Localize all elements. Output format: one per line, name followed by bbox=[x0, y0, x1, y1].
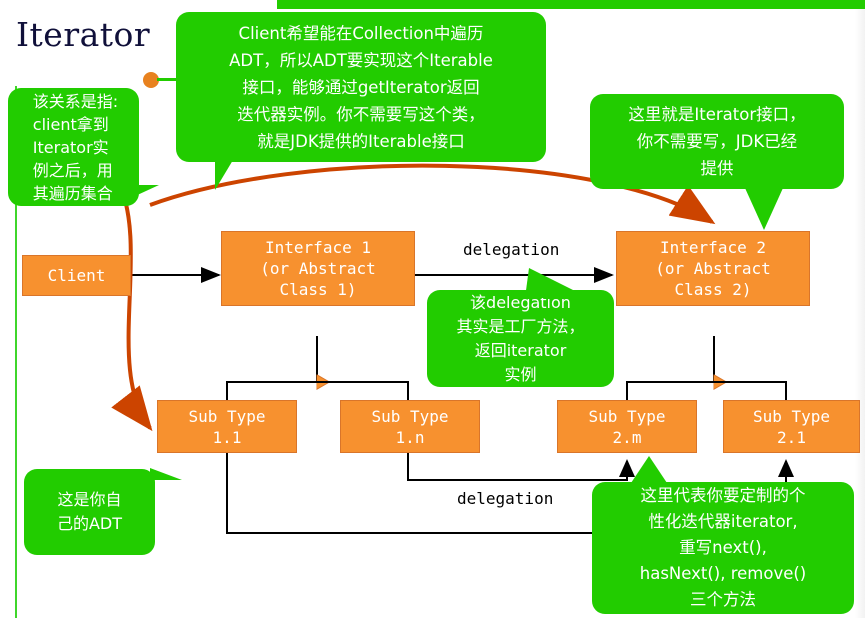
callout-top: Client希望能在Collection中遍历 ADT，所以ADT要实现这个It… bbox=[176, 12, 546, 162]
callout-bottom-right-tail bbox=[629, 456, 669, 486]
callout-left-tail bbox=[133, 185, 159, 197]
box-subtype-1-1[interactable]: Sub Type 1.1 bbox=[157, 400, 297, 453]
top-accent-bar bbox=[277, 0, 865, 9]
box-subtype-2-m[interactable]: Sub Type 2.m bbox=[557, 400, 697, 453]
callout-middle: 该delegation 其实是工厂方法， 返回iterator 实例 bbox=[427, 290, 614, 387]
callout-bottom-left-tail bbox=[150, 468, 182, 480]
box-interface-1[interactable]: Interface 1 (or Abstract Class 1) bbox=[221, 231, 415, 306]
callout-bottom-right: 这里代表你要定制的个 性化迭代器iterator, 重写next(), hasN… bbox=[592, 482, 854, 614]
left-accent-rule bbox=[15, 86, 17, 618]
edge-label-delegation-top: delegation bbox=[463, 240, 560, 259]
box-interface-2[interactable]: Interface 2 (or Abstract Class 2) bbox=[616, 231, 810, 306]
box-subtype-2-1[interactable]: Sub Type 2.1 bbox=[723, 400, 860, 453]
box-client[interactable]: Client bbox=[22, 255, 131, 296]
box-subtype-1-n[interactable]: Sub Type 1.n bbox=[340, 400, 480, 453]
callout-bottom-left: 这是你自 己的ADT bbox=[24, 469, 155, 555]
right-edge-shadow bbox=[855, 9, 865, 618]
edge-label-delegation-bottom: delegation bbox=[457, 489, 554, 508]
callout-top-tail bbox=[215, 160, 233, 190]
callout-link-dot bbox=[143, 72, 159, 88]
callout-left: 该关系是指: client拿到 Iterator实 例之后，用 其遍历集合 bbox=[8, 88, 139, 206]
callout-right: 这里就是Iterator接口， 你不需要写，JDK已经 提供 bbox=[590, 94, 844, 189]
callout-middle-tail bbox=[525, 268, 589, 298]
page-title: Iterator bbox=[16, 15, 151, 54]
callout-right-tail bbox=[745, 188, 783, 230]
callout-link-stub bbox=[157, 78, 179, 81]
